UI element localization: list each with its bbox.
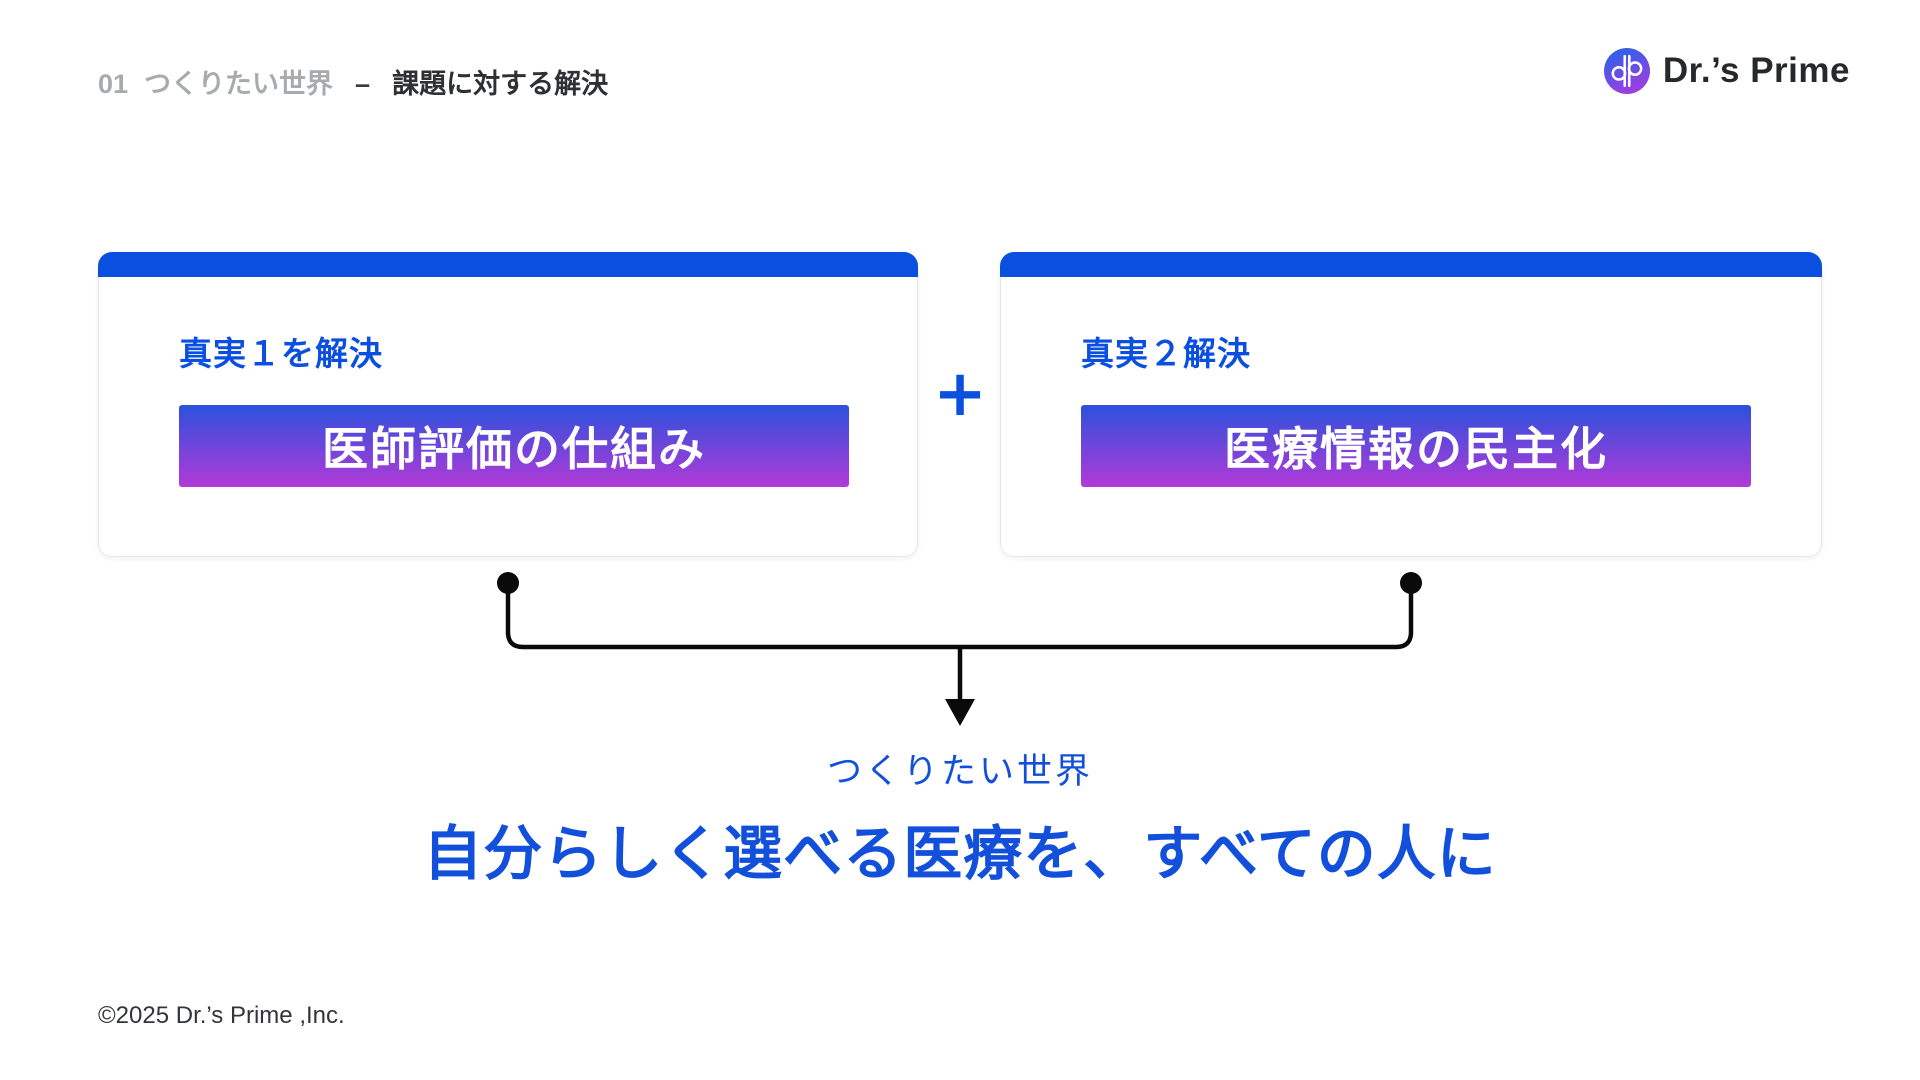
solution-pill: 医療情報の民主化 [1081, 405, 1751, 487]
connector-arrowhead [945, 699, 975, 726]
connector-dot-left [497, 572, 519, 594]
result-label: つくりたい世界 [826, 752, 1093, 791]
connector-diagram [497, 572, 1422, 726]
plus-sign: + [933, 357, 987, 432]
copyright: ©2025 Dr.’s Prime ,Inc. [98, 1002, 345, 1029]
solution-card-2: 真実２解決 医療情報の民主化 [1000, 252, 1822, 557]
page-title: 課題に対する解決 [392, 69, 609, 99]
section-title: つくりたい世界 [144, 69, 334, 99]
connector-dot-right [1400, 572, 1422, 594]
section-number: 01 [98, 69, 129, 99]
result-statement: 自分らしく選べる医療を、すべての人に [423, 821, 1497, 887]
card-label: 真実１を解決 [179, 335, 383, 372]
connector-bracket [505, 588, 1414, 650]
header-separator: – [355, 69, 371, 99]
brand-name: Dr.’s Prime [1662, 51, 1850, 90]
card-label: 真実２解決 [1081, 335, 1251, 372]
slide-header: 01 つくりたい世界 – 課題に対する解決 [98, 62, 608, 101]
solution-card-1: 真実１を解決 医師評価の仕組み [98, 252, 918, 557]
solution-pill: 医師評価の仕組み [179, 405, 849, 487]
brand-logo: Dr.’s Prime [1603, 48, 1850, 94]
card-accent-bar [1000, 252, 1822, 277]
card-accent-bar [98, 252, 918, 277]
dp-logo-icon [1603, 48, 1650, 94]
